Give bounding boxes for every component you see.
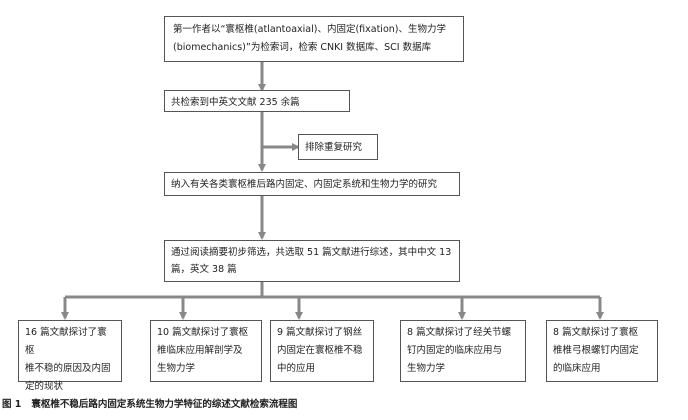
category-text-1: 16 篇文献探讨了寰枢 椎不稳的原因及内固 定的现状 xyxy=(25,327,111,392)
category-text-4: 8 篇文献探讨了经关节螺 钉内固定的临床应用与 生物力学 xyxy=(407,327,512,374)
exclude-text: 排除重复研究 xyxy=(305,142,363,153)
category-box-5: 8 篇文献探讨了寰枢 椎椎弓根螺钉内固定 的临床应用 xyxy=(546,320,658,382)
search-terms-box: 第一作者以“寰枢椎(atlantoaxial)、内固定(fixation)、生物… xyxy=(164,16,464,62)
category-box-1: 16 篇文献探讨了寰枢 椎不稳的原因及内固 定的现状 xyxy=(18,320,122,392)
figure-title: 寰枢椎不稳后路内固定系统生物力学特征的综述文献检索流程图 xyxy=(31,399,298,410)
retrieved-box: 共检索到中英文文献 235 余篇 xyxy=(164,90,350,112)
category-text-3: 9 篇文献探讨了钢丝 内固定在寰枢椎不稳 中的应用 xyxy=(277,327,363,374)
retrieved-text: 共检索到中英文文献 235 余篇 xyxy=(171,97,300,108)
figure-caption: 图 1 寰枢椎不稳后路内固定系统生物力学特征的综述文献检索流程图 xyxy=(2,396,307,410)
category-box-4: 8 篇文献探讨了经关节螺 钉内固定的临床应用与 生物力学 xyxy=(400,320,526,382)
category-text-5: 8 篇文献探讨了寰枢 椎椎弓根螺钉内固定 的临床应用 xyxy=(553,327,639,374)
category-box-2: 10 篇文献探讨了寰枢 椎临床应用解剖学及 生物力学 xyxy=(150,320,262,382)
category-box-3: 9 篇文献探讨了钢丝 内固定在寰枢椎不稳 中的应用 xyxy=(270,320,374,382)
screen-box: 通过阅读摘要初步筛选，共选取 51 篇文献进行综述，其中中文 13 篇，英文 3… xyxy=(164,240,460,282)
include-box: 纳入有关各类寰枢椎后路内固定、内固定系统和生物力学的研究 xyxy=(164,172,460,196)
figure-label: 图 1 xyxy=(2,399,22,410)
include-text: 纳入有关各类寰枢椎后路内固定、内固定系统和生物力学的研究 xyxy=(171,179,438,190)
search-terms-text: 第一作者以“寰枢椎(atlantoaxial)、内固定(fixation)、生物… xyxy=(173,24,446,53)
category-text-2: 10 篇文献探讨了寰枢 椎临床应用解剖学及 生物力学 xyxy=(157,327,249,374)
exclude-box: 排除重复研究 xyxy=(298,134,378,160)
screen-text: 通过阅读摘要初步筛选，共选取 51 篇文献进行综述，其中中文 13 篇，英文 3… xyxy=(171,247,452,275)
